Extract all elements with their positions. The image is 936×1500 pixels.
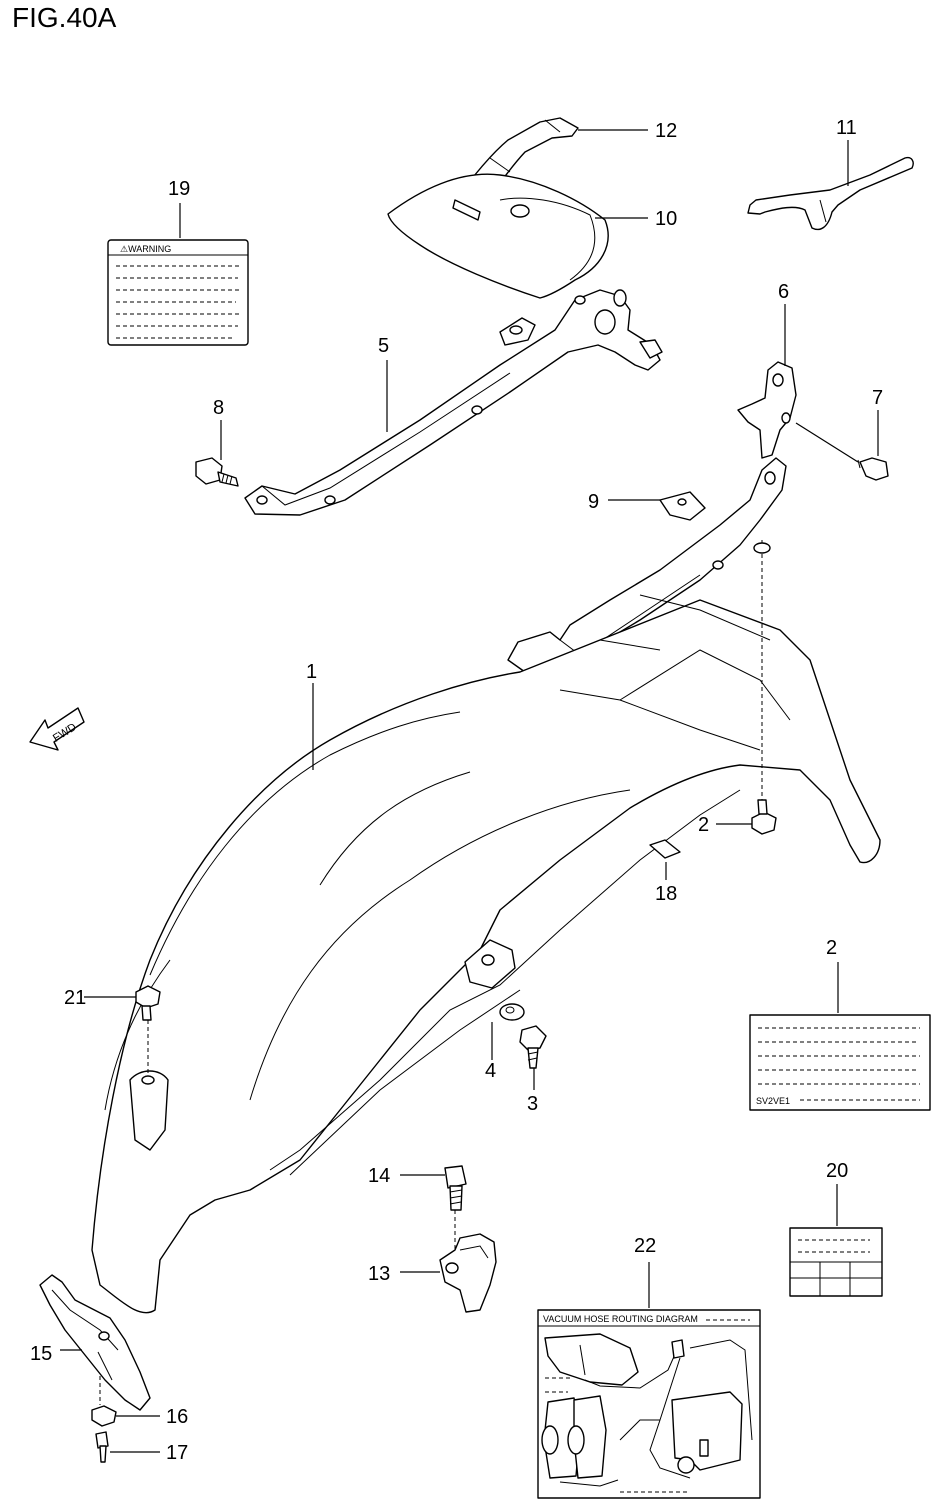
part-21-label[interactable]: SV2VE1 [749, 1014, 931, 1111]
callout-17: 17 [166, 1442, 188, 1464]
part-14-bolt[interactable] [444, 1165, 467, 1211]
part-6-bracket[interactable] [737, 361, 797, 459]
callout-5: 5 [378, 335, 389, 357]
callout-15: 15 [30, 1343, 52, 1365]
callout-10: 10 [655, 208, 677, 230]
callout-9: 9 [588, 491, 599, 513]
callout-22: 22 [634, 1235, 656, 1257]
callout-3: 3 [527, 1093, 538, 1115]
callout-6: 6 [778, 281, 789, 303]
callout-8: 8 [213, 397, 224, 419]
part-15-flap-bracket[interactable] [39, 1274, 151, 1411]
part-2-bolt-left[interactable] [135, 985, 161, 1021]
callout-21: 2 [826, 937, 837, 959]
vin-label-text: SV2VE1 [756, 1096, 790, 1106]
vacuum-label-heading: VACUUM HOSE ROUTING DIAGRAM [543, 1314, 698, 1324]
callout-20: 20 [826, 1160, 848, 1182]
callout-4: 4 [485, 1060, 496, 1082]
callout-7: 7 [872, 387, 883, 409]
callout-2-left: 21 [64, 987, 86, 1009]
part-1-rear-fender[interactable] [91, 594, 881, 1314]
callout-14: 14 [368, 1165, 390, 1187]
part-10-cover[interactable] [387, 173, 609, 299]
part-11-tool[interactable] [747, 156, 914, 231]
part-13-clamp[interactable] [439, 1233, 497, 1313]
figure-title: FIG.40A [12, 2, 117, 33]
part-19-warning-label[interactable]: ⚠WARNING [107, 239, 249, 346]
part-5-bracket[interactable] [244, 289, 663, 516]
part-3-screw[interactable] [519, 1025, 547, 1069]
callout-1: 1 [306, 661, 317, 683]
part-7-bolt[interactable] [857, 457, 889, 481]
part-17-screw[interactable] [95, 1431, 109, 1463]
callout-13: 13 [368, 1263, 390, 1285]
part-22-vacuum-label[interactable]: VACUUM HOSE ROUTING DIAGRAM [537, 1309, 761, 1499]
callout-19: 19 [168, 178, 190, 200]
part-20-label[interactable] [789, 1227, 883, 1297]
part-18-pad[interactable] [649, 839, 681, 859]
warning-heading: ⚠WARNING [120, 244, 171, 254]
callout-18: 18 [655, 883, 677, 905]
part-2-bolt-right[interactable] [751, 799, 777, 835]
callout-12: 12 [655, 120, 677, 142]
callout-16: 16 [166, 1406, 188, 1428]
callout-2-right: 2 [698, 814, 709, 836]
part-8-bolt[interactable] [195, 457, 239, 487]
fwd-arrow-icon: FWD [29, 707, 85, 751]
part-4-washer[interactable] [499, 1003, 525, 1021]
part-16-nut[interactable] [91, 1405, 117, 1427]
callout-11: 11 [836, 117, 857, 139]
